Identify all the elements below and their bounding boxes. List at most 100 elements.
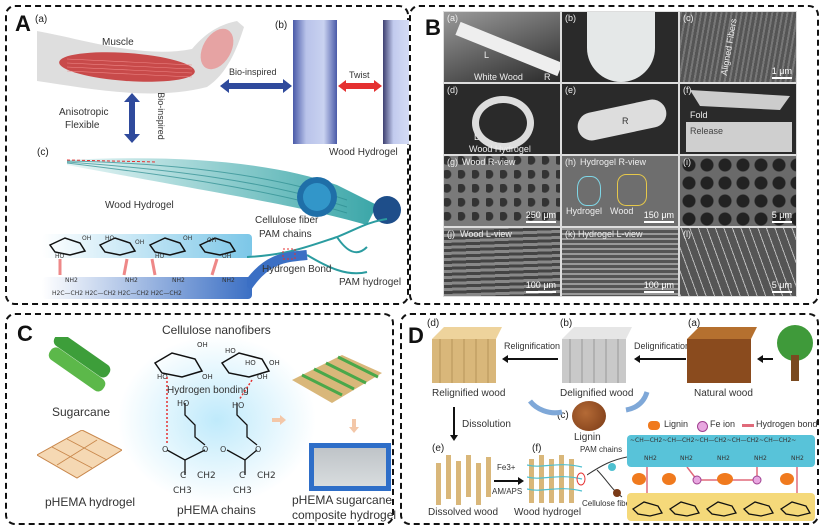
- scale-bar-c: 1 μm: [772, 66, 792, 79]
- arrow-down-icon-dissolution: [450, 407, 458, 441]
- hydrogen-bond-label: Hydrogen Bond: [262, 264, 332, 275]
- wood-hydrogel-label-c: Wood Hydrogel: [105, 200, 174, 211]
- scale-bar-j: 100 μm: [526, 280, 556, 293]
- twist-arrow-icon: [338, 80, 382, 92]
- photo-white-wood: (a) L R White Wood: [443, 11, 561, 83]
- chem-oh-4: HO: [105, 235, 115, 242]
- d-nh2-1: NH2: [644, 455, 657, 462]
- panel-a-label: A: [15, 11, 31, 36]
- b-sub-i: (i): [683, 157, 691, 167]
- c-oh-1: OH: [197, 341, 208, 349]
- b-sub-b: (b): [565, 13, 576, 23]
- d-sub-e: (e): [432, 443, 445, 454]
- delignified-wood-block: [562, 327, 632, 383]
- wood-r-view-label: Wood R-view: [462, 157, 516, 167]
- hydrogen-bond-links: [58, 258, 219, 276]
- panel-d-label: D: [408, 323, 424, 348]
- c-oh-6: HO: [245, 359, 256, 367]
- hydrogel-region-label: Hydrogel: [566, 206, 603, 216]
- dissolved-wood-strips: [436, 455, 491, 505]
- white-wood-strip: [455, 21, 560, 77]
- scale-bar-i: 5 μm: [772, 210, 792, 223]
- am-aps-label: AM/APS: [492, 487, 523, 496]
- phema-chain-structure: [166, 377, 258, 475]
- c-oh-7: OH: [257, 373, 268, 381]
- c-oh-3: OH: [269, 359, 280, 367]
- lignin-powder: [572, 401, 606, 431]
- cellulose-fiber-label: Cellulose fiber: [255, 215, 319, 226]
- chem-oh-2: HO: [55, 253, 65, 260]
- bio-inspired-vertical-arrow-icon: [124, 93, 140, 143]
- panel-c: C Cellulose nanofibers Sugarcane pHEMA h…: [5, 313, 397, 525]
- curved-arrow-icon-right: [625, 391, 650, 413]
- c-ch2-1: CH2: [197, 471, 216, 481]
- release-label: Release: [690, 126, 724, 136]
- c-ch3-2: CH3: [233, 486, 252, 496]
- chem-nh2-2: NH2: [125, 277, 138, 284]
- scale-bar-l: 5 μm: [772, 280, 792, 293]
- fiber-branches: [247, 218, 388, 290]
- arrow-right-icon-am-aps: [494, 477, 524, 485]
- sem-wood-r-view: (g) Wood R-view 250 μm: [443, 155, 561, 227]
- wood-region-label: Wood: [610, 206, 634, 216]
- legend-fe-ion-swatch: [697, 421, 708, 432]
- bio-inspired-horizontal-label: Bio-inspired: [229, 67, 277, 77]
- sem-hydrogel-r-view: (h) Hydrogel R-view Hydrogel Wood 150 μm: [561, 155, 679, 227]
- chem-nh2-4: NH2: [222, 277, 235, 284]
- c-o-1: O: [162, 445, 169, 454]
- delignification-label: Delignification: [634, 341, 691, 351]
- hydrogel-l-view-label: Hydrogel L-view: [578, 229, 643, 239]
- phema-chains-label: pHEMA chains: [177, 503, 256, 517]
- photo-fold-release: (f) Fold Release: [679, 83, 797, 155]
- c-oh-2: HO: [225, 347, 236, 355]
- fe3-label: Fe3+: [497, 463, 516, 472]
- cellulose-ring-structures: [48, 237, 237, 256]
- cellulose-nanofibers-label: Cellulose nanofibers: [162, 323, 271, 337]
- lignin-label-c: Lignin: [574, 432, 601, 443]
- c-o-3: O: [220, 445, 227, 454]
- arrow-right-icon: [272, 415, 286, 425]
- b-sub-k: (k): [565, 229, 576, 239]
- cellulose-rings-d: [631, 501, 811, 517]
- relignified-wood-block: [432, 327, 502, 383]
- wood-hydrogel-fiber-bundle: [66, 158, 401, 225]
- d-sub-a: (a): [688, 318, 701, 329]
- scale-bar-g: 250 μm: [526, 210, 556, 223]
- composite-label-line2: composite hydrogel: [292, 508, 397, 522]
- flexible-label: Flexible: [65, 120, 100, 131]
- sem-hydrogel-l-view: (k) Hydrogel L-view 100 μm: [561, 227, 679, 297]
- sem-aligned-fibers: (c) Aligned Fibers 1 μm: [679, 11, 797, 83]
- panel-a-sub-c: (c): [37, 147, 49, 158]
- chem-oh-7: OH: [207, 237, 217, 244]
- bio-inspired-horizontal-arrow-icon: [220, 79, 292, 93]
- panel-b: B (a) L R White Wood (b) (c) Aligned Fib…: [409, 5, 819, 305]
- legend-lignin-swatch: [648, 421, 660, 430]
- pam-hydrogel-label: PAM hydrogel: [339, 277, 402, 288]
- arrow-left-icon-delignification: [634, 355, 686, 363]
- d-sub-b: (b): [560, 318, 573, 329]
- d-sub-c: (c): [557, 410, 569, 421]
- rolled-spiral: [472, 96, 534, 150]
- panel-a: A (a) (b) (c) Muscle Anisotropic Flexibl…: [5, 5, 409, 305]
- released-sheet: [686, 122, 792, 152]
- aligned-fibers-label: Aligned Fibers: [718, 17, 739, 77]
- hydrogen-bonding-label: Hydrogen bonding: [167, 385, 249, 396]
- c-oh-5: OH: [202, 373, 213, 381]
- delignified-wood-label: Delignified wood: [560, 388, 634, 399]
- b-sub-g: (g): [447, 157, 458, 167]
- b-label-R-e: R: [622, 116, 629, 126]
- tree-icon: [777, 325, 813, 381]
- b-sub-a: (a): [447, 13, 458, 23]
- b-sub-h: (h): [565, 157, 576, 167]
- phema-hydrogel-illustration: [37, 430, 122, 479]
- phema-hydrogel-label: pHEMA hydrogel: [45, 495, 136, 509]
- chem-nh2-1: NH2: [65, 277, 78, 284]
- chem-oh-3: OH: [135, 239, 145, 246]
- b-sub-d: (d): [447, 85, 458, 95]
- relignified-wood-label: Relignified wood: [432, 388, 506, 399]
- wood-hydrogel-label-d: Wood hydrogel: [514, 507, 582, 518]
- fold-label: Fold: [690, 110, 708, 120]
- pam-chain-band-d: [627, 435, 815, 467]
- dissolved-wood-label: Dissolved wood: [428, 507, 499, 518]
- panel-c-label: C: [17, 321, 33, 346]
